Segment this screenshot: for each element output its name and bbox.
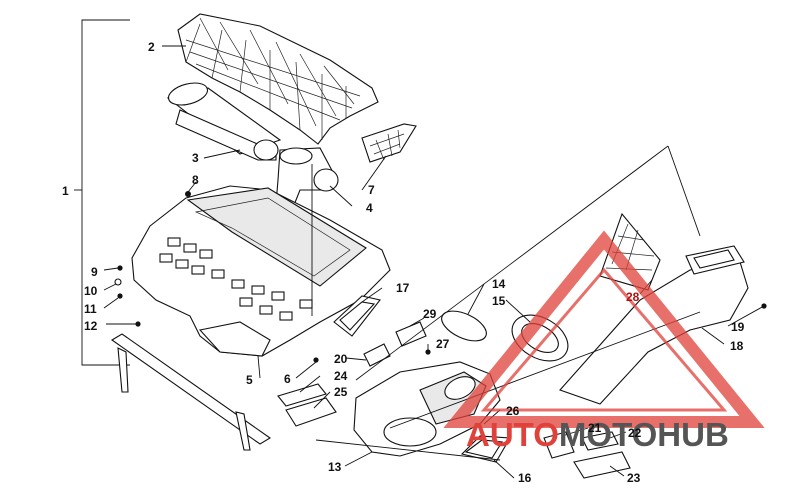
- callout-9: 9: [91, 265, 98, 279]
- gasket-17: [333, 295, 381, 337]
- callout-2: 2: [148, 40, 155, 54]
- callout-10: 10: [84, 284, 98, 298]
- callout-6: 6: [284, 372, 291, 386]
- callout-20: 20: [334, 352, 348, 366]
- callout-24: 24: [334, 369, 348, 383]
- base-plate-slots: [159, 237, 313, 321]
- callout-18: 18: [730, 339, 744, 353]
- callout-1: 1: [62, 184, 69, 198]
- callout-15: 15: [492, 294, 506, 308]
- small-parts: [277, 321, 431, 427]
- frame-rail: [110, 333, 272, 451]
- lower-small-parts: [460, 431, 631, 479]
- fasteners: [114, 191, 319, 363]
- callout-26: 26: [506, 404, 520, 418]
- callout-16: 16: [518, 471, 532, 485]
- pad-25: [285, 397, 337, 427]
- screw-9-icon: [117, 265, 123, 271]
- callout-8: 8: [192, 173, 199, 187]
- nut-11-icon: [117, 293, 123, 299]
- pad-23: [573, 451, 631, 479]
- callout-17: 17: [396, 281, 410, 295]
- callout-4: 4: [366, 201, 373, 215]
- callout-11: 11: [84, 302, 97, 316]
- callout-25: 25: [334, 385, 348, 399]
- upper-intake-housing: [177, 13, 379, 145]
- callout-29: 29: [423, 307, 437, 321]
- callout-5: 5: [246, 373, 253, 387]
- watermark-logo: [443, 230, 765, 428]
- reference-lines: [311, 145, 701, 461]
- clip-6-icon: [313, 357, 319, 363]
- clip-12-icon: [135, 321, 141, 327]
- callout-3: 3: [192, 151, 199, 165]
- filter-tube: [166, 82, 282, 161]
- screw-8-icon: [185, 191, 191, 197]
- leader-lines: [103, 45, 765, 479]
- callout-27: 27: [436, 337, 450, 351]
- callout-21: 21: [588, 421, 602, 435]
- clip-22: [581, 431, 619, 451]
- callout-14: 14: [492, 277, 506, 291]
- washer-10-icon: [114, 278, 122, 286]
- base-plate: [131, 185, 391, 357]
- callout-labels: 1 2 3 4 5 6 7 8 9 10 11 12 13 14 15 16 1…: [62, 40, 745, 485]
- watermark-text: AUTOMOTOHUB: [466, 416, 729, 453]
- bracket-20: [363, 343, 391, 367]
- callout-22: 22: [628, 426, 642, 440]
- callout-23: 23: [627, 471, 641, 485]
- callout-28: 28: [626, 290, 640, 304]
- watermark-triangle-icon: [443, 230, 765, 428]
- callout-7: 7: [368, 183, 375, 197]
- assembly-bracket: [74, 19, 130, 366]
- callout-13: 13: [328, 460, 342, 474]
- callout-19: 19: [731, 320, 745, 334]
- callout-12: 12: [84, 319, 98, 333]
- intake-grille: [361, 123, 417, 163]
- seal-21: [543, 431, 575, 459]
- rear-duct-18: [559, 245, 749, 405]
